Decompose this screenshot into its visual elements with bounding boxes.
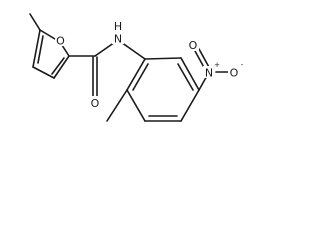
- bond-furan-c2-c3: [53, 55, 70, 79]
- bond-furan-c3-c4: [32, 66, 55, 79]
- furan-oxygen-label: O: [56, 35, 65, 48]
- nitro-nitrogen-charge: +: [214, 61, 220, 69]
- amide-nitrogen-label: N: [114, 33, 122, 46]
- atom-labels: O N H O N + O O -: [55, 20, 244, 110]
- bonds: [29, 13, 231, 122]
- bond-ring-c2-c3-inner: [177, 63, 194, 91]
- nitro-oxygen-charge: -: [241, 61, 244, 69]
- bond-aryl-methyl: [106, 89, 128, 122]
- bond-furan-c2-c3-inner: [51, 57, 65, 75]
- bond-nitro-oxygen-top-b: [198, 48, 211, 70]
- bond-ring-c6-c1: [126, 58, 146, 91]
- bond-furan-c4-c5-inner: [37, 35, 44, 64]
- nitro-oxygen-right-label: O: [230, 67, 239, 80]
- molecule-structure: O N H O N + O O -: [29, 13, 244, 122]
- bond-ring-c3-c4: [180, 89, 200, 122]
- bond-ring-c2-c3: [180, 57, 200, 91]
- amide-hydrogen-label: H: [114, 20, 122, 33]
- bond-ring-c1-c2: [144, 57, 182, 60]
- nitro-nitrogen-label: N: [205, 67, 213, 80]
- nitro-oxygen-top-label: O: [189, 39, 198, 52]
- bond-furan-c4-c5: [32, 29, 41, 68]
- bond-ring-c6-c1-inner: [132, 63, 149, 91]
- bond-ring-c5-c6: [126, 89, 146, 122]
- amide-oxygen-label: O: [91, 97, 100, 110]
- bond-furan-methyl: [29, 13, 41, 31]
